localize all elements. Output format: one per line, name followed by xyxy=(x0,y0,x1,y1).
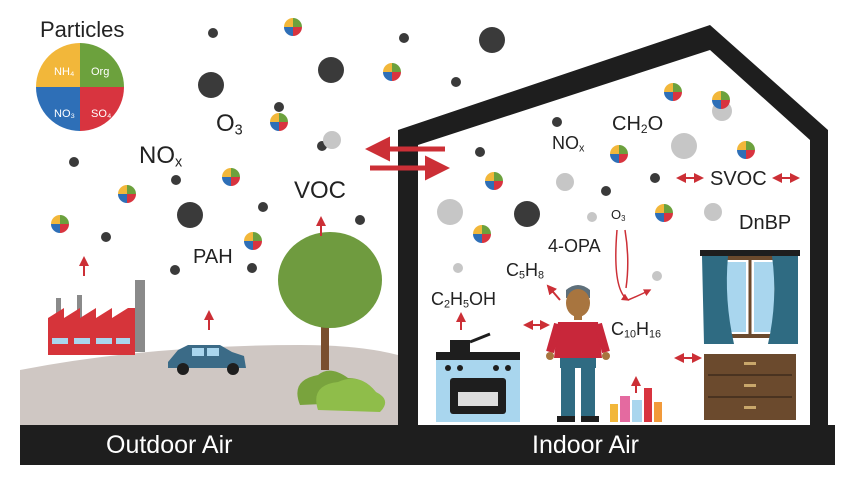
particle-dark xyxy=(101,232,111,242)
particle-dark xyxy=(258,202,268,212)
legend-pie xyxy=(36,43,124,131)
particle-mix xyxy=(485,172,503,190)
legend-label-nh4: NH₄ xyxy=(54,66,75,78)
particle-dark xyxy=(552,117,562,127)
particle-mix xyxy=(118,185,136,203)
particle-dark xyxy=(475,147,485,157)
particles xyxy=(51,18,755,281)
legend-wedge xyxy=(80,87,124,131)
particle-mix xyxy=(222,168,240,186)
particle-dark xyxy=(479,27,505,53)
particle-dark xyxy=(171,175,181,185)
indoor-c10h16-label: C10H16 xyxy=(611,319,662,341)
particle-grey xyxy=(671,133,697,159)
particle-grey xyxy=(453,263,463,273)
indoor-dnbp-label: DnBP xyxy=(739,212,792,234)
indoor-4opa-label: 4-OPA xyxy=(548,236,601,256)
particle-dark xyxy=(355,215,365,225)
dresser xyxy=(704,354,796,420)
particle-grey xyxy=(652,271,662,281)
outdoor-voc-label: VOC xyxy=(294,177,347,204)
indoor-ch2o-label: CH2O xyxy=(612,113,664,136)
particle-grey xyxy=(587,212,597,222)
legend-wedge xyxy=(36,87,80,131)
particle-mix xyxy=(655,204,673,222)
particle-grey xyxy=(704,203,722,221)
indoor-air-label: Indoor Air xyxy=(532,431,640,459)
car xyxy=(168,345,246,375)
particle-grey xyxy=(323,131,341,149)
outdoor-pah-label: PAH xyxy=(193,246,233,268)
particle-dark xyxy=(650,173,660,183)
particle-dark xyxy=(318,57,344,83)
particle-mix xyxy=(737,141,755,159)
particle-mix xyxy=(51,215,69,233)
tree xyxy=(278,232,386,412)
particle-mix xyxy=(284,18,302,36)
particle-dark xyxy=(69,157,79,167)
person xyxy=(546,285,610,422)
particle-mix xyxy=(712,91,730,109)
footer-bar xyxy=(20,425,835,465)
particle-dark xyxy=(177,202,203,228)
outdoor-o3-label: O3 xyxy=(216,110,243,139)
particle-dark xyxy=(198,72,224,98)
legend-label-org: Org xyxy=(91,66,110,78)
indoor-c5h8-label: C5H8 xyxy=(506,260,545,282)
factory xyxy=(48,280,145,355)
indoor-o3-label: O3 xyxy=(611,207,626,223)
particle-mix xyxy=(664,83,682,101)
indoor-nox-label: NOx xyxy=(552,133,585,155)
particle-mix xyxy=(473,225,491,243)
particle-dark xyxy=(274,102,284,112)
particle-dark xyxy=(208,28,218,38)
particle-dark xyxy=(601,186,611,196)
particle-dark xyxy=(399,33,409,43)
particle-grey xyxy=(556,173,574,191)
particle-mix xyxy=(610,145,628,163)
particle-dark xyxy=(247,263,257,273)
cleaning-products xyxy=(610,388,662,422)
legend-title: Particles xyxy=(40,17,125,42)
particle-dark xyxy=(451,77,461,87)
particle-grey xyxy=(437,199,463,225)
indoor-c2h5oh-label: C2H5OH xyxy=(431,289,497,311)
particle-dark xyxy=(170,265,180,275)
particle-mix xyxy=(244,232,262,250)
legend-wedge xyxy=(80,43,124,87)
legend-label-so4: SO₄ xyxy=(91,108,112,120)
outdoor-air-label: Outdoor Air xyxy=(106,431,233,459)
outdoor-ground xyxy=(20,345,398,425)
legend-wedge xyxy=(36,43,80,87)
stove xyxy=(436,332,520,422)
window xyxy=(700,250,800,344)
particle-dark xyxy=(514,201,540,227)
indoor-svoc-label: SVOC xyxy=(710,168,767,190)
particle-mix xyxy=(270,113,288,131)
arrows xyxy=(79,136,800,393)
particle-mix xyxy=(383,63,401,81)
outdoor-nox-label: NOx xyxy=(139,142,183,171)
legend-label-no3: NO₃ xyxy=(54,108,75,120)
